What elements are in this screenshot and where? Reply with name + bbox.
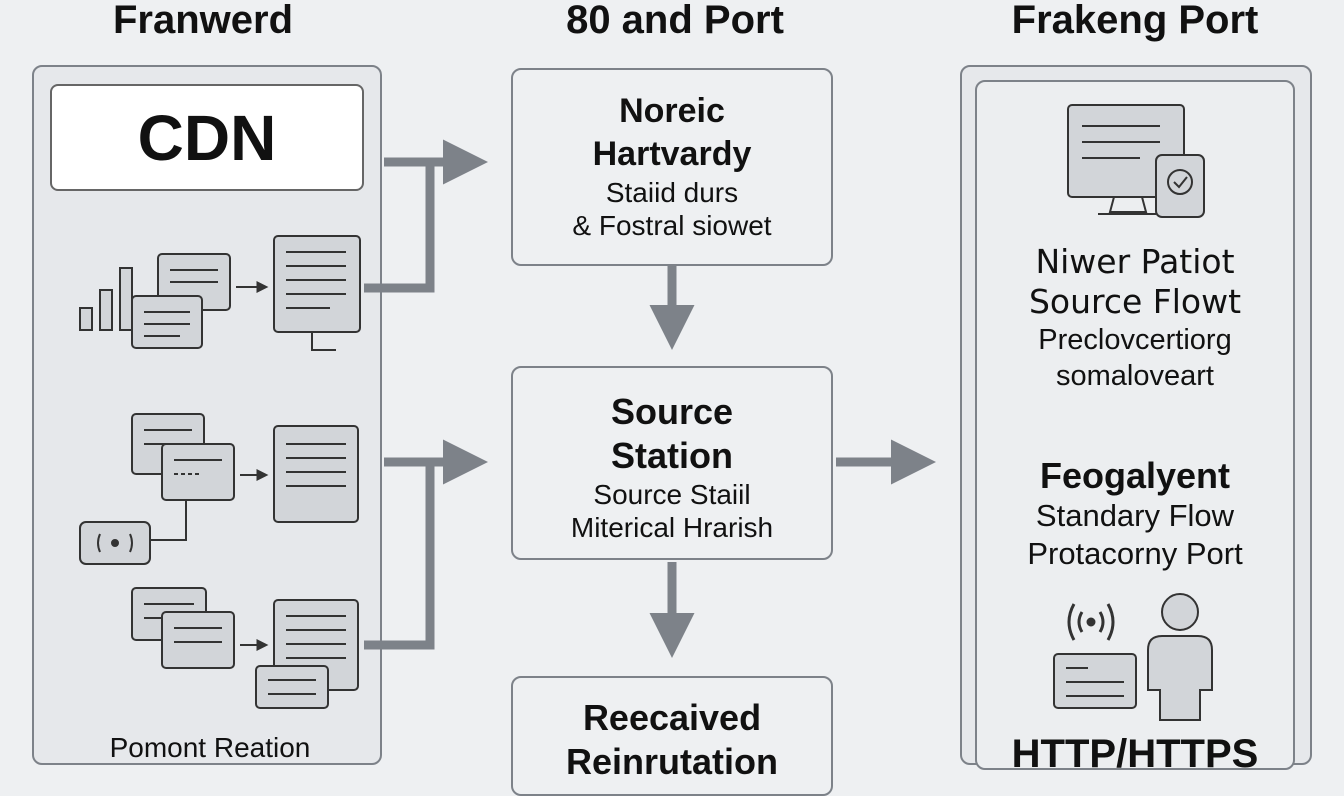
source-station-sub-1: Source Staiil	[593, 479, 751, 510]
source-station-title-1: Source	[610, 391, 734, 432]
connector-top-arrow	[364, 139, 488, 293]
noreic-title-1: Noreic	[619, 92, 725, 130]
bar-chart-icon	[79, 267, 133, 331]
monitor-document-icon	[273, 425, 359, 523]
document-stack-icon	[131, 587, 235, 669]
monitor-shield-icon	[1067, 104, 1205, 218]
noreic-sub-1: Staiid durs	[605, 177, 739, 208]
right-group1: Niwer Patiot Source Flowt Preclovcertior…	[980, 242, 1290, 394]
noreic-box: Noreic Hartvardy Staiid durs & Fostral s…	[511, 68, 833, 266]
monitor-document-icon	[273, 235, 361, 351]
server-panel-icon	[1053, 653, 1137, 709]
right-group1-line2: Source Flowt	[1028, 282, 1242, 321]
source-station-box: Source Station Source Staiil Miterical H…	[511, 366, 833, 560]
wifi-icon	[1067, 603, 1115, 641]
right-group2-line2: Standary Flow	[1035, 498, 1235, 533]
received-title-1: Reecaived	[582, 697, 762, 738]
right-group2-line3: Protacorny Port	[1027, 536, 1243, 571]
right-group1-line1: Niwer Patiot	[1035, 242, 1235, 281]
diagram-graphics	[79, 104, 1213, 721]
person-icon	[1147, 593, 1213, 721]
monitor-document-icon	[255, 599, 359, 709]
source-station-title-2: Station	[611, 435, 733, 476]
wifi-tag-icon	[79, 521, 151, 565]
document-stack-icon	[131, 413, 235, 501]
right-group1-line3: Preclovcertiorg	[1038, 324, 1232, 356]
connector-middle-arrow	[364, 439, 488, 650]
noreic-title-2: Hartvardy	[592, 135, 752, 173]
document-stack-icon	[131, 253, 231, 349]
right-group2-line1: Feogalyent	[1039, 455, 1231, 496]
cdn-label-box: CDN	[50, 84, 364, 191]
source-station-sub-2: Miterical Hrarish	[570, 512, 774, 543]
noreic-sub-2: & Fostral siowet	[572, 210, 772, 241]
right-column-title: Frakeng Port	[1011, 0, 1259, 42]
right-group2: Feogalyent Standary Flow Protacorny Port	[980, 455, 1290, 573]
left-column-title: Franwerd	[112, 0, 294, 42]
middle-column-title: 80 and Port	[566, 0, 784, 42]
right-group1-line4: somaloveart	[1056, 360, 1214, 392]
